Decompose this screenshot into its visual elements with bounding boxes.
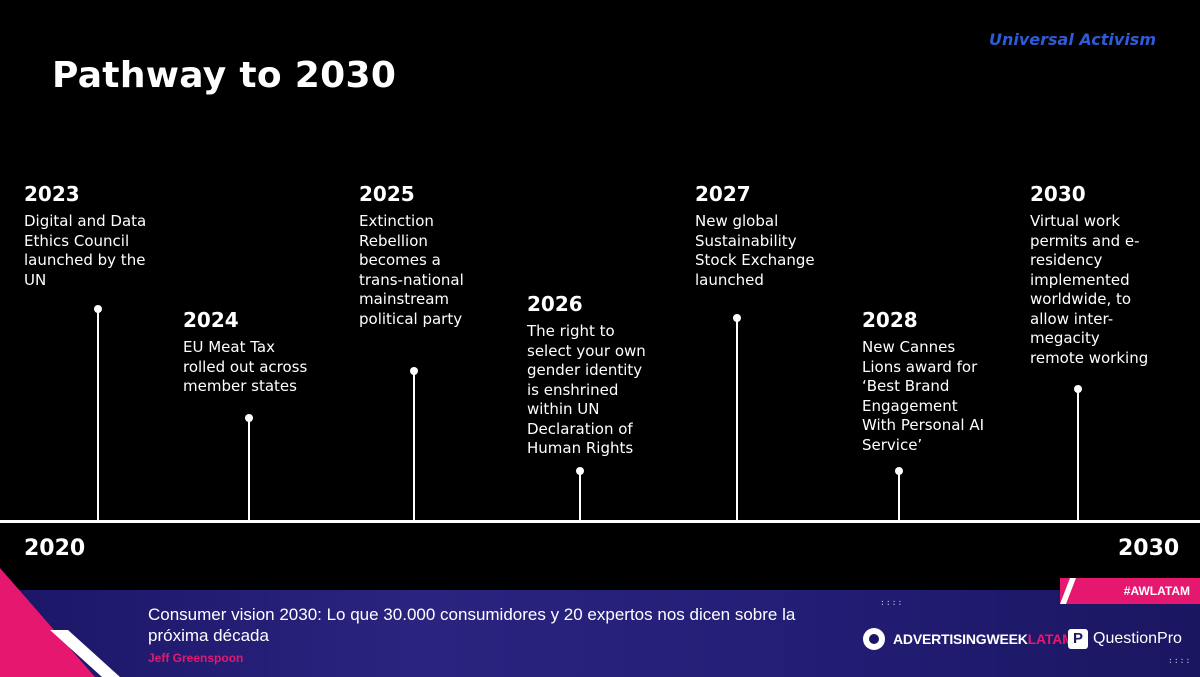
logo-latam-text: LATAM — [1027, 631, 1074, 647]
milestone-2030: 2030 Virtual work permits and e- residen… — [1030, 182, 1195, 368]
milestone-text: New global Sustainability Stock Exchange… — [695, 212, 815, 289]
slide-title: Pathway to 2030 — [52, 55, 397, 96]
milestone-text: Digital and Data Ethics Council launched… — [24, 212, 147, 289]
advertising-week-logo: ADVERTISINGWEEKLATAM — [863, 626, 1074, 652]
axis-end-label: 2030 — [1118, 536, 1180, 561]
milestone-2026: 2026 The right to select your own gender… — [527, 292, 687, 459]
milestone-text: Virtual work permits and e- residency im… — [1030, 212, 1149, 367]
milestone-year: 2025 — [359, 182, 415, 206]
axis-start-label: 2020 — [24, 536, 86, 561]
milestone-text: EU Meat Tax rolled out across member sta… — [183, 338, 308, 395]
brand-tag: Universal Activism — [988, 30, 1156, 49]
advertising-week-logo-icon — [863, 628, 885, 650]
talk-title: Consumer vision 2030: Lo que 30.000 cons… — [148, 605, 796, 645]
milestone-2023: 2023 Digital and Data Ethics Council lau… — [24, 182, 194, 290]
milestone-year: 2030 — [1030, 182, 1086, 206]
questionpro-logo-icon: P — [1068, 629, 1088, 649]
milestone-2024: 2024 EU Meat Tax rolled out across membe… — [183, 308, 353, 397]
event-banner — [0, 590, 1200, 677]
milestone-2025: 2025 Extinction Rebellion becomes a tran… — [359, 182, 509, 329]
milestone-year: 2023 — [24, 182, 80, 206]
decorative-dots: :::: — [1168, 656, 1192, 665]
milestone-stem — [97, 309, 99, 521]
milestone-year: 2024 — [183, 308, 239, 332]
milestone-2027: 2027 New global Sustainability Stock Exc… — [695, 182, 860, 290]
milestone-text: Extinction Rebellion becomes a trans-nat… — [359, 212, 464, 328]
milestone-stem — [579, 471, 581, 521]
hashtag-slash-accent — [1060, 578, 1076, 604]
milestone-text: The right to select your own gender iden… — [527, 322, 646, 457]
milestone-stem — [413, 371, 415, 521]
decorative-dots: :::: — [880, 598, 904, 607]
milestone-year: 2028 — [862, 308, 918, 332]
milestone-year: 2027 — [695, 182, 751, 206]
milestone-text: New Cannes Lions award for ‘Best Brand E… — [862, 338, 985, 454]
milestone-stem — [898, 471, 900, 521]
milestone-stem — [248, 418, 250, 521]
milestone-stem — [1077, 389, 1079, 521]
white-slash-accent — [50, 630, 120, 677]
pink-corner-accent — [0, 568, 95, 677]
hashtag-badge: #AWLATAM — [1060, 578, 1200, 604]
slide: Universal Activism Pathway to 2030 2023 … — [0, 30, 1200, 561]
milestone-2028: 2028 New Cannes Lions award for ‘Best Br… — [862, 308, 1027, 455]
milestone-stem — [736, 318, 738, 521]
logo-text: ADVERTISINGWEEK — [893, 631, 1028, 647]
questionpro-logo: P QuestionPro — [1068, 626, 1182, 652]
questionpro-text: QuestionPro — [1093, 630, 1182, 647]
milestone-year: 2026 — [527, 292, 583, 316]
timeline-axis — [0, 520, 1200, 523]
speaker-name: Jeff Greenspoon — [148, 651, 244, 665]
